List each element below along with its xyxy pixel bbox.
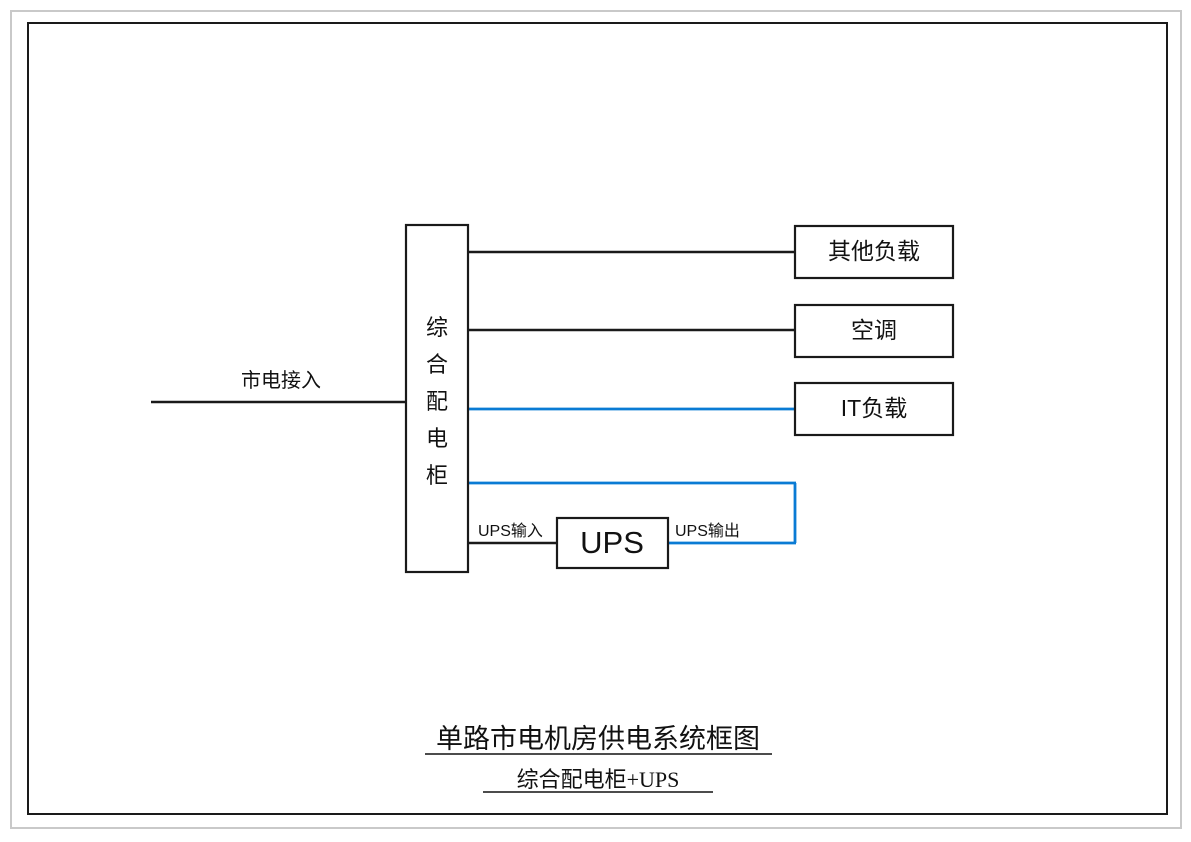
load-box-other-load[interactable] — [793, 224, 955, 280]
mains-input-label: 市电接入 — [241, 369, 321, 392]
ups-input-label: UPS输入 — [478, 522, 543, 540]
load-label-other-load: 其他负载 — [828, 238, 920, 264]
load-box-it-load[interactable] — [793, 381, 955, 437]
load-box-air-conditioner[interactable] — [793, 303, 955, 359]
cabinet-char-3: 配 — [426, 389, 448, 414]
ups-output-label: UPS输出 — [675, 522, 740, 540]
page-frame-inner — [27, 22, 1168, 815]
cabinet-char-2: 合 — [426, 352, 448, 377]
load-label-air-conditioner: 空调 — [851, 317, 897, 343]
diagram-title: 单路市电机房供电系统框图 — [436, 724, 760, 754]
distribution-cabinet-box[interactable] — [404, 223, 470, 574]
load-label-it-load: IT负载 — [841, 395, 907, 421]
cabinet-char-5: 柜 — [426, 463, 448, 488]
cabinet-char-1: 综 — [426, 315, 448, 340]
diagram-subtitle: 综合配电柜+UPS — [517, 767, 680, 792]
ups-label: UPS — [580, 525, 644, 560]
ups-box[interactable] — [555, 516, 670, 570]
cabinet-char-4: 电 — [426, 426, 448, 451]
distribution-cabinet-label: 综 合 配 电 柜 — [426, 315, 448, 488]
page-frame-outer — [10, 10, 1182, 829]
